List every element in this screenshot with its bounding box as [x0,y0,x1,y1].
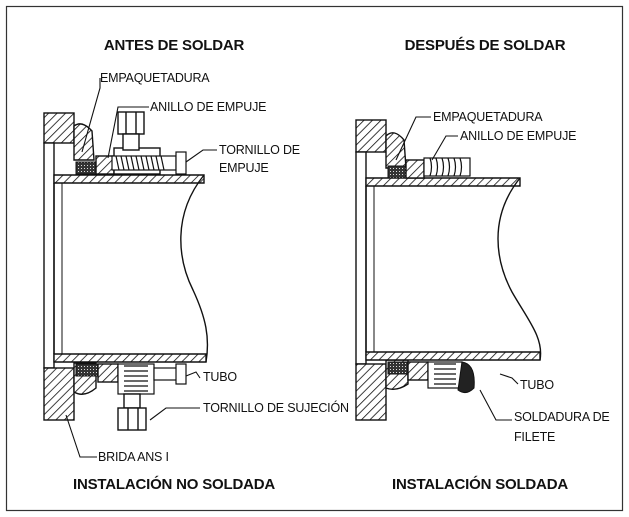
left-push-ring-top [95,155,115,175]
right-pipe-bottom-wall [365,351,541,361]
right-gasket-top [387,165,407,179]
left-flange-hub-top [73,123,95,161]
label-left-clamp-screw: TORNILLO DE SUJECIÓN [203,401,349,415]
left-push-ring-bottom [97,363,119,383]
right-pipe-break [497,177,542,361]
label-left-pipe: TUBO [203,370,237,384]
left-push-screw [111,151,187,175]
left-leaders [65,78,217,458]
title-after-welding: DESPUÉS DE SOLDAR [404,37,566,54]
label-right-pipe: TUBO [520,378,554,392]
label-left-gasket: EMPAQUETADURA [100,71,210,85]
label-right-weld-line1: SOLDADURA DE [514,410,610,424]
left-gasket-top [75,161,97,175]
label-left-push-screw-line2: EMPUJE [219,161,269,175]
right-pipe-top-wall [365,177,521,187]
left-flange-web [43,142,55,369]
title-before-welding: ANTES DE SOLDAR [103,37,245,54]
left-flange-top [43,112,75,144]
right-flange-top [355,119,387,153]
label-right-push-ring: ANILLO DE EMPUJE [460,129,577,143]
label-left-push-screw-line1: TORNILLO DE [219,143,300,157]
left-clamp-bolt-top [117,111,145,151]
fillet-weld [457,361,475,394]
right-assembly [355,116,542,421]
caption-welded: INSTALACIÓN SOLDADA [392,476,568,493]
right-flange-bottom [355,363,387,421]
left-gasket-bottom [75,363,99,377]
caption-non-welded: INSTALACIÓN NO SOLDADA [73,476,275,493]
left-pipe-top-wall [53,174,205,184]
label-left-flange: BRIDA ANS I [98,450,169,464]
label-right-gasket: EMPAQUETADURA [433,110,543,124]
left-assembly [43,78,217,458]
right-screw-bottom [427,361,463,389]
label-left-push-ring: ANILLO DE EMPUJE [150,100,267,114]
left-screw-bottom [117,363,187,395]
right-flange-web [355,151,367,365]
right-push-ring-top [405,159,425,179]
left-flange-bottom [43,367,75,421]
left-pipe-bottom-wall [53,353,207,363]
label-right-weld-line2: FILETE [514,430,556,444]
outer-border [5,5,624,512]
right-leaders [395,116,519,421]
right-push-screw [423,157,471,177]
right-push-ring-bottom [407,361,429,381]
left-clamp-bolt-bottom [117,393,147,431]
right-flange-hub-top [385,132,407,169]
right-gasket-bottom [387,361,409,375]
left-pipe-break [180,174,209,363]
